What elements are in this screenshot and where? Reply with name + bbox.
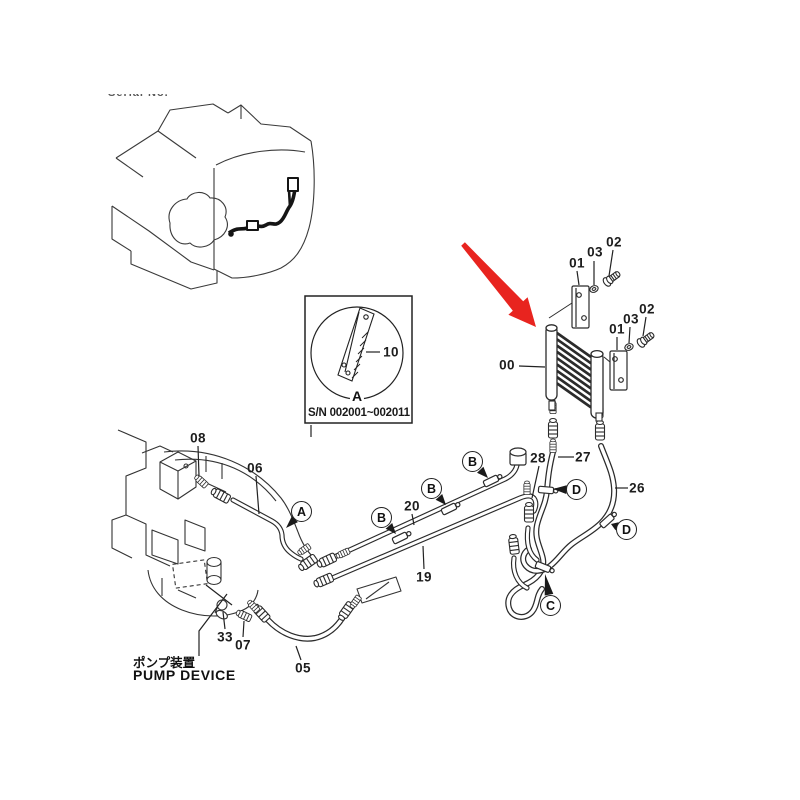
pump-device-drawing — [111, 429, 402, 620]
view-balloon-d2: D — [616, 519, 637, 540]
part-label-03-upper: 03 — [587, 244, 603, 260]
caption-japanese: ポンプ装置 — [133, 656, 196, 670]
pump-elbow-33 — [214, 599, 228, 620]
part-label-02-lower: 02 — [639, 301, 655, 317]
leader-lines — [197, 249, 647, 661]
serial-no-label: Serial No. — [108, 94, 169, 99]
view-balloon-a: A — [291, 501, 312, 522]
part-label-10-inset: 10 — [383, 344, 399, 360]
inset-plate-part-10 — [337, 307, 375, 382]
part-label-28: 28 — [530, 450, 546, 466]
part-label-05: 05 — [295, 660, 311, 676]
serial-no-text-clipped: Serial No. — [108, 94, 169, 102]
locator-hose-highlight — [227, 182, 298, 235]
red-arrow-annotation — [461, 242, 536, 327]
oil-cooler-drawing — [545, 268, 657, 422]
pipe20-elbow — [509, 447, 527, 466]
cooler-core — [556, 331, 592, 409]
inset-view-letter: A — [349, 388, 365, 404]
bolt-02-lower — [635, 329, 657, 350]
part-label-02-upper: 02 — [606, 234, 622, 250]
fittings-group — [192, 399, 606, 624]
part-label-06: 06 — [247, 460, 263, 476]
inset-detail-frame — [304, 295, 413, 424]
view-balloon-b2: B — [421, 478, 442, 499]
part-label-00: 00 — [499, 357, 515, 373]
cooler-bracket-upper — [571, 285, 590, 329]
inset-serial-range: S/N 002001~002011 — [308, 407, 410, 419]
view-balloon-b1: B — [371, 507, 392, 528]
view-balloon-c: C — [540, 595, 561, 616]
bolt-02-upper — [601, 268, 623, 289]
part-label-19: 19 — [416, 569, 432, 585]
part-label-33: 33 — [217, 629, 233, 645]
part-label-20: 20 — [404, 498, 420, 514]
part-label-26: 26 — [629, 480, 645, 496]
machine-locator-drawing — [111, 103, 315, 290]
cooler-bracket-lower — [609, 350, 628, 391]
washer-03-upper — [588, 283, 600, 295]
part-label-07: 07 — [235, 637, 251, 653]
washer-03-lower — [623, 341, 635, 353]
part-label-01-upper: 01 — [569, 255, 585, 271]
part-label-03-lower: 03 — [623, 311, 639, 327]
caption-english: PUMP DEVICE — [133, 667, 236, 683]
part-label-01-lower: 01 — [609, 321, 625, 337]
balloon-arrows — [286, 466, 619, 596]
view-balloon-d1: D — [566, 479, 587, 500]
part-label-27: 27 — [575, 449, 591, 465]
view-balloon-b3: B — [462, 451, 483, 472]
part-label-08: 08 — [190, 430, 206, 446]
